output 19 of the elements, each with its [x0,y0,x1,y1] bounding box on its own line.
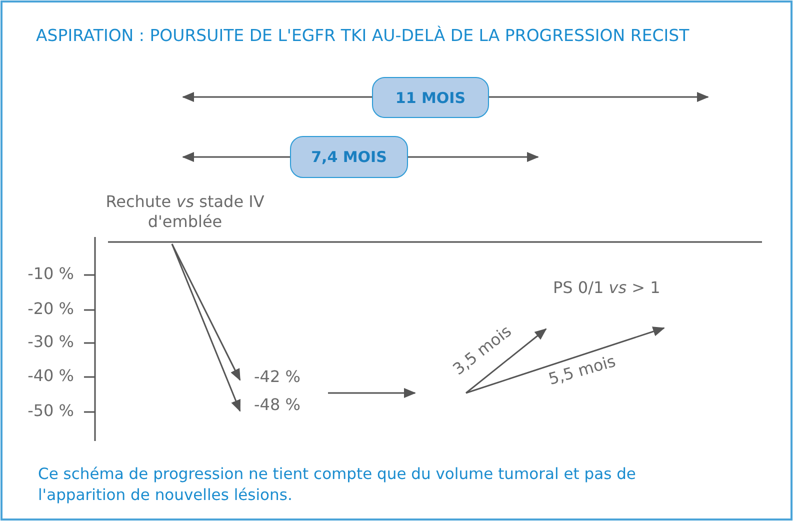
value-text: -42 % [254,367,300,387]
duration-label: 11 MOIS [372,77,489,118]
caption: Ce schéma de progression ne tient compte que du volume tumoral et pas de l'apparition de nouvelles lésions. [38,464,637,506]
axis-tick-label: -30 % [26,332,74,351]
arrow [466,328,547,394]
arrow [328,388,416,398]
axis-tick-label: -40 % [26,366,74,385]
arrow [171,244,241,381]
axis-tick-label: -10 % [26,264,74,283]
value-text: Rechute vs stade IV d'emblée [80,192,290,232]
title: ASPIRATION : POURSUITE DE L'EGFR TKI AU-DELÀ DE LA PROGRESSION RECIST [36,26,690,45]
value-text: -48 % [254,395,300,415]
arrow [466,326,665,394]
value-text: PS 0/1 vs > 1 [553,278,660,298]
axis-tick-label: -50 % [26,401,74,420]
arrow [171,244,241,412]
duration-label: 7,4 MOIS [290,136,408,178]
axis-tick-label: -20 % [26,299,74,318]
edge-label: 5,5 mois [546,351,618,389]
